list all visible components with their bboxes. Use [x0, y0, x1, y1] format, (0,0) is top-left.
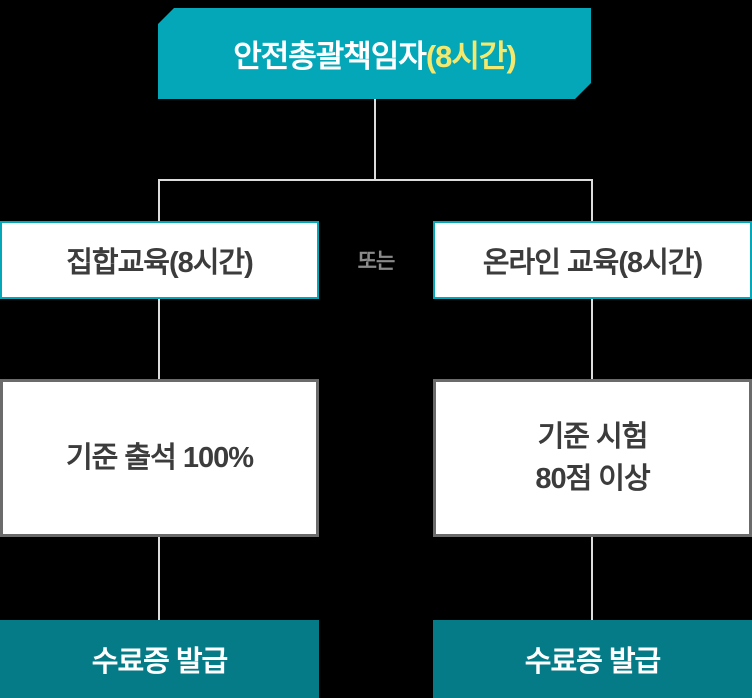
or-label-text: 또는 [357, 250, 396, 273]
method-node-online-label: 온라인 교육(8시간) [482, 247, 703, 279]
method-node-offline: 집합교육(8시간) [0, 221, 319, 299]
connector-root-stem [374, 99, 376, 181]
criteria-node-offline-line1: 기준 출석 100% [65, 441, 254, 474]
result-node-online-label: 수료증 발급 [524, 646, 661, 678]
criteria-node-online-line1: 기준 시험 [537, 420, 649, 453]
criteria-node-online-line2: 80점 이상 [535, 463, 650, 495]
or-label: 또는 [319, 221, 433, 299]
root-node: 안전총괄책임자 (8시간) [158, 8, 591, 99]
result-node-offline-label: 수료증 발급 [91, 646, 228, 678]
connector-horizontal-branch [158, 179, 593, 181]
criteria-node-online: 기준 시험 80점 이상 [433, 379, 752, 537]
root-node-title: 안전총괄책임자 [233, 39, 426, 74]
root-node-hours: (8시간) [425, 39, 516, 74]
criteria-node-offline: 기준 출석 100% [0, 379, 319, 537]
method-node-offline-label: 집합교육(8시간) [66, 247, 254, 279]
method-node-online: 온라인 교육(8시간) [433, 221, 752, 299]
result-node-offline: 수료증 발급 [0, 620, 319, 698]
result-node-online: 수료증 발급 [433, 620, 752, 698]
